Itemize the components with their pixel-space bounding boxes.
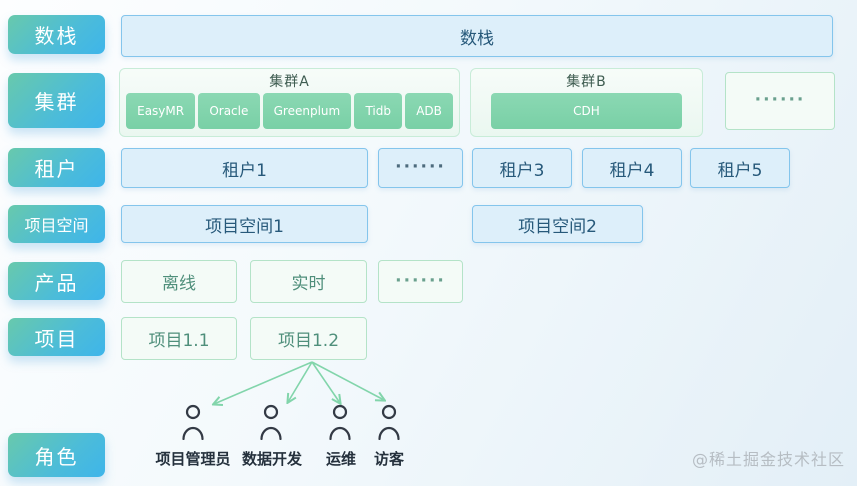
sidebar-item-project: 项目 <box>8 318 105 356</box>
role-label-ops: 运维 <box>325 450 357 468</box>
product-offline-box: 离线 <box>121 260 237 303</box>
sidebar-item-role: 角色 <box>8 433 105 477</box>
engine-chip-oracle: Oracle <box>198 93 260 129</box>
cluster-b-panel: 集群B CDH <box>470 68 703 137</box>
sidebar-item-stack: 数栈 <box>8 15 105 54</box>
cluster-a-panel: 集群A EasyMR Oracle Greenplum Tidb ADB <box>119 68 460 137</box>
workspace-1-box: 项目空间1 <box>121 205 368 243</box>
tenant-5-box: 租户5 <box>690 148 790 188</box>
role-label-admin: 项目管理员 <box>155 450 231 468</box>
tenant-1-box: 租户1 <box>121 148 368 188</box>
sidebar-item-cluster: 集群 <box>8 73 105 128</box>
stack-box: 数栈 <box>121 15 833 57</box>
sidebar-item-tenant: 租户 <box>8 148 105 187</box>
role-arrows <box>180 361 410 412</box>
role-label-developer: 数据开发 <box>241 450 303 468</box>
role-label-guest: 访客 <box>373 450 405 468</box>
engine-chip-greenplum: Greenplum <box>262 93 352 129</box>
workspace-2-box: 项目空间2 <box>472 205 643 243</box>
engine-chip-tidb: Tidb <box>354 93 403 129</box>
tenant-3-box: 租户3 <box>472 148 572 188</box>
product-realtime-box: 实时 <box>250 260 367 303</box>
person-icon <box>329 404 351 440</box>
cluster-a-title: 集群A <box>269 74 310 90</box>
sidebar-item-product: 产品 <box>8 262 105 300</box>
person-icon <box>378 404 400 440</box>
project-1-2-box: 项目1.2 <box>250 317 367 360</box>
cluster-a-chips: EasyMR Oracle Greenplum Tidb ADB <box>120 93 459 129</box>
person-icon <box>182 404 204 440</box>
tenant-4-box: 租户4 <box>582 148 682 188</box>
engine-chip-easymr: EasyMR <box>126 93 196 129</box>
engine-chip-cdh: CDH <box>491 93 682 129</box>
product-ellipsis-box: ...... <box>378 260 463 303</box>
cluster-b-title: 集群B <box>566 74 607 90</box>
cluster-ellipsis-box: ...... <box>725 72 835 130</box>
person-icon <box>260 404 282 440</box>
tenant-ellipsis-box: ...... <box>378 148 463 188</box>
engine-chip-adb: ADB <box>405 93 454 129</box>
sidebar-item-workspace: 项目空间 <box>8 205 105 243</box>
cluster-b-chips: CDH <box>471 93 702 129</box>
project-1-1-box: 项目1.1 <box>121 317 237 360</box>
watermark: @稀土掘金技术社区 <box>691 450 845 469</box>
